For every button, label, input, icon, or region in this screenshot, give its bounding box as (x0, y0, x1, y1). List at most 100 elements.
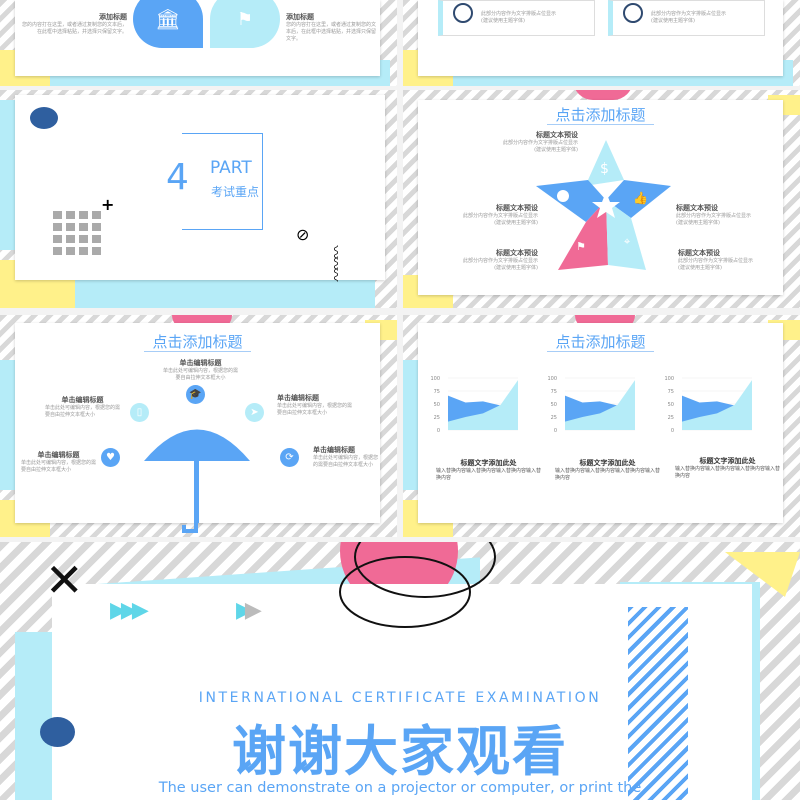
slide-card: 点击添加标题 $ 👍 ⚑ ⌖ 标题文本预设此部分内容作为文字排版占位显示(建议使… (418, 100, 783, 295)
item-note: (建议使用主题字体) (494, 265, 538, 271)
pink-shape (573, 90, 633, 100)
item-title: 单击编辑标题 (37, 451, 80, 459)
item-title: 标题文本预设 (496, 204, 538, 212)
item-title: 添加标题 (99, 13, 127, 21)
refresh-icon: ⟳ (280, 448, 299, 467)
y-tick-label: 75 (434, 389, 440, 395)
item-note: (建议使用主题字体) (494, 220, 538, 226)
item-title: 标题文本预设 (678, 249, 720, 257)
item-title: 单击编辑标题 (61, 396, 104, 404)
item-text: 单击此处可编辑内容，根据您的需要自由拉伸文本框大小 (277, 403, 353, 416)
item-text: 单击此处可编辑内容，根据您的需要自由拉伸文本框大小 (21, 460, 97, 473)
cross-icon: ✕ (45, 553, 84, 607)
slide-thumb-4[interactable]: 点击添加标题 $ 👍 ⚑ ⌖ 标题文本预设此部分内容作为文字排版占位显示(建议使… (403, 90, 800, 308)
y-tick-label: 0 (437, 428, 440, 434)
slide-card: 点击添加标题 🎓 ▯ ➤ ♥ ⟳ 单击编辑标题单击此处可编辑内容，根据您的需要自… (15, 323, 380, 533)
slide-title: 点击添加标题 (15, 331, 380, 352)
slide-card: 此部分内容作为文字排版占位显示(建议使用主题字体) 此部分内容作为文字排版占位显… (418, 0, 783, 76)
clock-icon (623, 3, 643, 23)
section-part: PART (210, 158, 252, 178)
navy-dot (40, 717, 75, 747)
slide-thumb-5[interactable]: 点击添加标题 🎓 ▯ ➤ ♥ ⟳ 单击编辑标题单击此处可编辑内容，根据您的需要自… (0, 315, 397, 537)
y-tick-label: 50 (551, 402, 557, 408)
slide-thumb-2[interactable]: 此部分内容作为文字排版占位显示(建议使用主题字体) 此部分内容作为文字排版占位显… (403, 0, 800, 86)
slide-card: 4 PART 考试重点 + ⊘ (15, 95, 385, 280)
squiggle-icon: 〰〰〰 (326, 245, 343, 279)
info-box: 此部分内容作为文字排版占位显示(建议使用主题字体) (438, 0, 595, 36)
graduation-cap-icon: 🎓 (186, 385, 205, 404)
slide-thumb-final[interactable]: ✕ ▶▶▶ ▶▶ INTERNATIONAL CERTIFICATE EXAMI… (0, 542, 800, 800)
no-symbol-icon: ⊘ (296, 225, 310, 244)
star-bottom-right-piece (606, 200, 646, 270)
item-title: 单击编辑标题 (277, 394, 319, 402)
plus-icon: + (101, 195, 115, 214)
item-title: 标题文本预设 (676, 204, 718, 212)
item-text: 单击此处可编辑内容，根据您的需要自由拉伸文本框大小 (163, 368, 239, 381)
y-tick-label: 25 (668, 415, 674, 421)
y-tick-label: 0 (554, 428, 557, 434)
area-series-2 (565, 380, 635, 430)
y-tick-label: 100 (664, 376, 674, 382)
globe-icon (557, 190, 569, 202)
star-puzzle: $ 👍 ⚑ ⌖ (536, 140, 671, 270)
navy-dot (30, 107, 58, 129)
item-text: 您的内容打在这里，或者通过复制您的文本后，在此框中选择粘贴，并选择只保留文字。 (21, 22, 127, 35)
thumbs-up-icon: 👍 (633, 191, 648, 205)
slide-title: 点击添加标题 (418, 331, 783, 352)
item-title: 标题文本预设 (496, 249, 538, 257)
item-title: 单击编辑标题 (313, 446, 355, 454)
phone-icon: ▯ (130, 403, 149, 422)
item-note: (建议使用主题字体) (651, 18, 695, 24)
flag-icon: ⚑ (210, 0, 280, 48)
star-center-icon (592, 192, 620, 218)
slide-title: 点击添加标题 (418, 104, 783, 125)
umbrella-icon (144, 429, 250, 533)
clock-icon (453, 3, 473, 23)
y-tick-label: 75 (668, 389, 674, 395)
item-text: 您的内容打在这里，或者通过复制您的文本后，在此框中选择粘贴，并选择只保留文字。 (286, 22, 377, 42)
heart-icon: ♥ (101, 448, 120, 467)
item-title: 标题文本预设 (536, 131, 578, 139)
slide-thumb-1[interactable]: 🏛 ⚑ 添加标题 您的内容打在这里，或者通过复制您的文本后，在此框中选择粘贴，并… (0, 0, 397, 86)
paper-plane-icon: ➤ (245, 403, 264, 422)
item-note: (建议使用主题字体) (481, 18, 525, 24)
y-tick-label: 25 (551, 415, 557, 421)
caption-text: 输入替换内容输入替换内容输入替换内容输入替换内容 (675, 466, 781, 479)
y-tick-label: 0 (671, 428, 674, 434)
location-pin-icon: ⌖ (624, 235, 630, 248)
item-note: (建议使用主题字体) (676, 220, 720, 226)
item-text: 单击此处可编辑内容，根据您的需要自由拉伸文本框大小 (313, 455, 379, 468)
star-bottom-left-piece (558, 200, 608, 270)
info-box: 此部分内容作为文字排版占位显示(建议使用主题字体) (608, 0, 765, 36)
y-tick-label: 75 (551, 389, 557, 395)
area-series-2 (682, 380, 752, 430)
item-text: 此部分内容作为文字排版占位显示 (651, 11, 727, 17)
item-title: 添加标题 (286, 13, 314, 21)
item-text: 单击此处可编辑内容，根据您的需要自由拉伸文本框大小 (45, 405, 121, 418)
yellow-triangle (725, 552, 800, 597)
item-note: (建议使用主题字体) (678, 265, 722, 271)
flag-icon: ⚑ (576, 240, 586, 253)
caption-text: 输入替换内容输入替换内容输入替换内容输入替换内容 (436, 468, 542, 481)
star-right-piece (606, 180, 671, 218)
item-text: 此部分内容作为文字排版占位显示 (462, 213, 538, 219)
caption-title: 标题文字添加此处 (699, 457, 756, 465)
dollar-icon: $ (600, 161, 609, 177)
subtitle-text: The user can demonstrate on a projector … (158, 780, 642, 796)
caption-text: 输入替换内容输入替换内容输入替换内容输入替换内容 (555, 468, 661, 481)
slide-thumb-3[interactable]: 4 PART 考试重点 + ⊘ 〰〰〰 (0, 90, 397, 308)
slide-card: 🏛 ⚑ 添加标题 您的内容打在这里，或者通过复制您的文本后，在此框中选择粘贴，并… (15, 0, 380, 76)
eyebrow-text: INTERNATIONAL CERTIFICATE EXAMINATION (198, 690, 602, 706)
item-note: (建议使用主题字体) (534, 147, 578, 153)
bank-icon: 🏛 (133, 0, 203, 48)
triangle-arrows-icon: ▶▶ (236, 598, 262, 623)
grid-squares (53, 207, 101, 255)
star-left-piece (536, 180, 606, 222)
section-subtitle: 考试重点 (211, 185, 260, 199)
item-text: 此部分内容作为文字排版占位显示 (676, 213, 752, 219)
item-title: 单击编辑标题 (179, 359, 222, 367)
